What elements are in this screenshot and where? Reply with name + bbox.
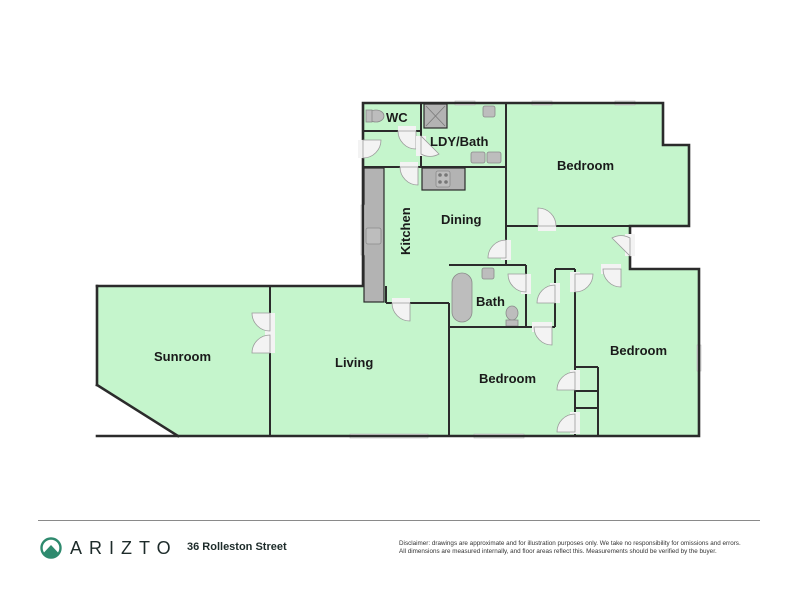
bathtub-icon	[451, 272, 473, 323]
brand-name: ARIZTO	[70, 537, 178, 558]
label-bath: Bath	[476, 294, 505, 309]
room-sunroom	[97, 286, 270, 436]
toilet-icon	[505, 305, 519, 321]
laundry-tub-icon	[470, 151, 486, 164]
walls	[95, 101, 701, 438]
disclaimer: Disclaimer: drawings are approximate and…	[399, 540, 769, 556]
basin-icon	[481, 267, 495, 280]
label-bedroom-2: Bedroom	[479, 371, 536, 386]
doors	[251, 126, 635, 434]
basin-icon	[482, 105, 496, 118]
label-bedroom-3: Bedroom	[610, 343, 667, 358]
room-bedroom-2	[449, 327, 575, 436]
disclaimer-line-1: Disclaimer: drawings are approximate and…	[399, 540, 741, 547]
label-ldy-bath: LDY/Bath	[430, 134, 489, 149]
label-kitchen: Kitchen	[398, 207, 413, 255]
brand-logo: ARIZTO	[40, 537, 178, 559]
label-wc: WC	[386, 110, 408, 125]
label-living: Living	[335, 355, 373, 370]
room-bedroom-1	[506, 103, 689, 226]
room-labels: WC LDY/Bath Bedroom Kitchen Dining Bath …	[154, 110, 667, 386]
label-bedroom-1: Bedroom	[557, 158, 614, 173]
cooktop-icon	[435, 170, 451, 188]
laundry-tub-icon	[486, 151, 502, 164]
kitchen-sink-icon	[365, 227, 382, 245]
footer-divider	[38, 520, 760, 521]
property-address: 36 Rolleston Street	[187, 541, 287, 553]
mountain-logo-icon	[40, 537, 62, 559]
label-sunroom: Sunroom	[154, 349, 211, 364]
label-dining: Dining	[441, 212, 481, 227]
disclaimer-line-2: All dimensions are measured internally, …	[399, 548, 717, 555]
